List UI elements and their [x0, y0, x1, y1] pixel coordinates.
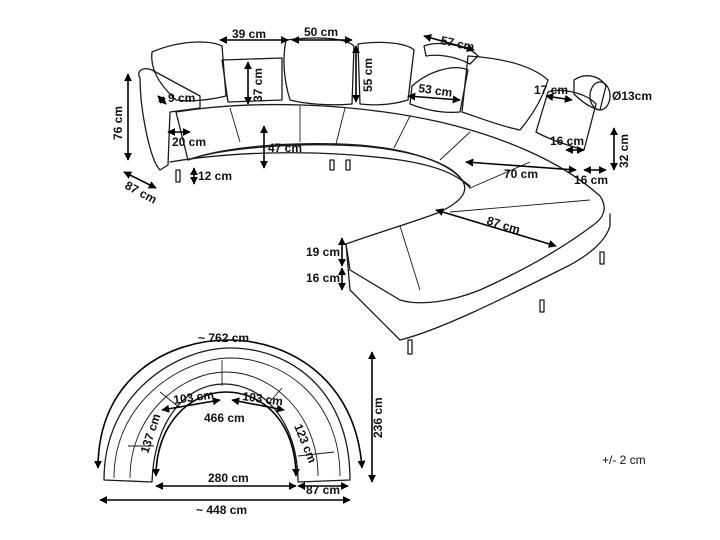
leg — [599, 251, 605, 265]
sofa-base-front — [169, 152, 471, 189]
label-arm-end-height: 32 cm — [617, 134, 631, 168]
back-cushion-2 — [283, 37, 355, 106]
label-arm-width: 20 cm — [172, 135, 206, 149]
label-segment-left: 103 cm — [172, 387, 214, 407]
plan-division — [297, 451, 335, 457]
dim-segment-left — [161, 397, 221, 413]
headrest-1 — [221, 57, 283, 103]
label-inner-width: 280 cm — [208, 471, 249, 485]
dim-inner-arc — [152, 391, 300, 477]
label-armrest-depth: 53 cm — [418, 81, 454, 100]
label-chaise-width: 87 cm — [485, 213, 522, 236]
seat-seam — [229, 107, 241, 143]
label-total-width: ~ 448 cm — [196, 503, 247, 517]
dim-outer-arc — [94, 339, 366, 469]
label-headrest-height: 37 cm — [251, 68, 265, 102]
label-total-height: 76 cm — [111, 106, 125, 140]
leg — [539, 299, 545, 313]
leg — [407, 339, 413, 355]
label-arm-end-width: 16 cm — [550, 134, 584, 148]
leg — [175, 169, 181, 183]
seat-seam — [449, 199, 591, 213]
sofa-base — [187, 144, 611, 341]
sofa-labels: 39 cm 50 cm 57 cm 55 cm 37 cm 53 cm 17 c… — [111, 25, 652, 285]
seat-seam — [399, 225, 421, 291]
label-leg-height: 12 cm — [198, 169, 232, 183]
tolerance-note: +/- 2 cm — [602, 453, 646, 467]
dim-segment-right — [231, 397, 285, 413]
label-back-height: 55 cm — [361, 58, 375, 92]
back-cushion-1 — [151, 41, 227, 102]
label-back-cushion-right: 57 cm — [439, 33, 475, 54]
label-back-cushion-left: 39 cm — [232, 27, 266, 41]
label-back-cushion-mid: 50 cm — [304, 25, 338, 39]
seat-seam — [439, 131, 471, 161]
sofa-dimension-lines — [123, 34, 618, 291]
label-cushion-thickness: 19 cm — [306, 245, 340, 259]
label-seat-height: 47 cm — [268, 141, 302, 155]
back-cushion-5 — [461, 55, 549, 131]
leg — [345, 159, 351, 171]
label-headrest-width: 17 cm — [534, 83, 568, 97]
label-end-depth: 87 cm — [306, 483, 340, 497]
label-total-depth: 236 cm — [371, 397, 385, 438]
plan-labels: ~ 762 cm 103 cm 103 cm 466 cm 137 cm 123… — [138, 331, 385, 517]
seat-seam — [393, 115, 411, 149]
plan-seat-edge — [129, 371, 319, 479]
plan-view — [94, 339, 376, 504]
left-armrest — [138, 68, 201, 171]
seat-seam — [335, 107, 346, 145]
label-bolster-diameter: Ø13cm — [612, 89, 652, 103]
plan-outer-shape — [103, 347, 351, 483]
bolster — [589, 81, 611, 111]
label-seat-depth: 70 cm — [504, 167, 538, 181]
label-depth: 87 cm — [123, 178, 160, 206]
label-segment-right: 103 cm — [242, 389, 284, 409]
plan-inner-contour — [113, 357, 341, 479]
label-inner-arc: 466 cm — [204, 411, 245, 425]
label-arm-top: 9 cm — [168, 91, 195, 105]
label-outer-arc: ~ 762 cm — [198, 331, 249, 345]
label-base-thickness: 16 cm — [306, 271, 340, 285]
leg — [329, 159, 335, 171]
label-arm-end-width-2: 16 cm — [574, 173, 608, 187]
